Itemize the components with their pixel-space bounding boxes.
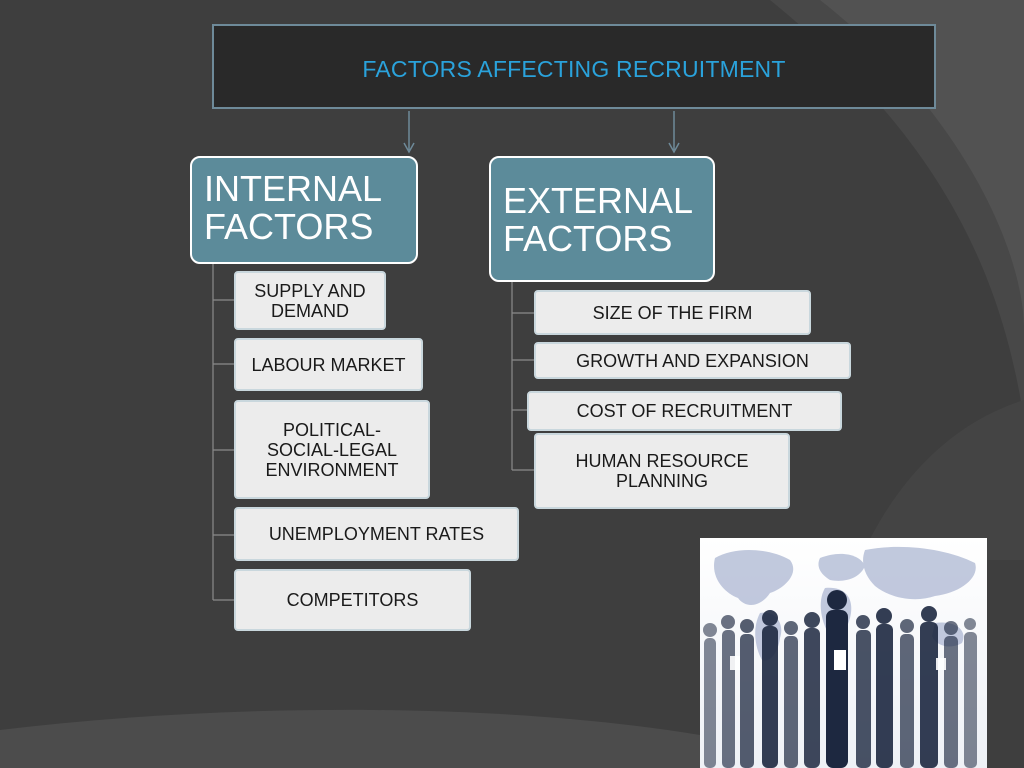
diagram-title: FACTORS AFFECTING RECRUITMENT [362,56,786,82]
world-map-people-icon [703,546,977,768]
title-box: FACTORS AFFECTING RECRUITMENT [212,24,936,109]
external-factors-header: EXTERNAL FACTORS [489,156,715,282]
internal-item-competitors: COMPETITORS [234,569,471,631]
internal-item-unemployment-rates: UNEMPLOYMENT RATES [234,507,519,561]
internal-factors-header: INTERNAL FACTORS [190,156,418,264]
external-item-size-of-firm: SIZE OF THE FIRM [534,290,811,335]
external-item-cost-of-recruitment: COST OF RECRUITMENT [527,391,842,431]
internal-item-political-social-legal: POLITICAL-SOCIAL-LEGAL ENVIRONMENT [234,400,430,499]
internal-item-supply-demand: SUPPLY AND DEMAND [234,271,386,330]
external-item-hr-planning: HUMAN RESOURCE PLANNING [534,433,790,509]
internal-item-labour-market: LABOUR MARKET [234,338,423,391]
external-factors-label: EXTERNAL FACTORS [503,180,692,259]
business-people-image [700,538,987,768]
internal-factors-label: INTERNAL FACTORS [204,168,381,247]
external-item-growth-expansion: GROWTH AND EXPANSION [534,342,851,379]
